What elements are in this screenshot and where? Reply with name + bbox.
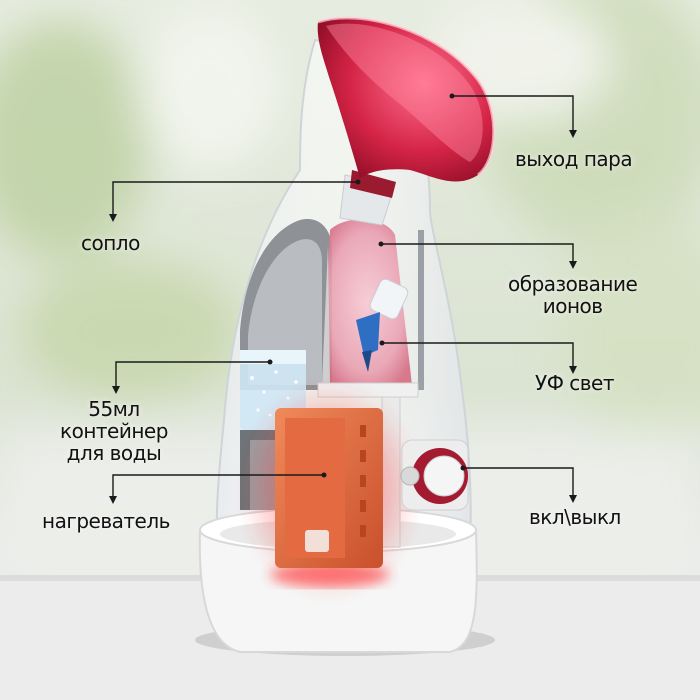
label-nozzle: сопло	[81, 231, 140, 255]
label-power-switch: вкл\выкл	[529, 505, 621, 529]
label-steam-outlet: выход пара	[515, 147, 633, 171]
label-ion-generation: образование ионов	[508, 272, 638, 318]
label-water-tank: 55мл контейнер для воды	[60, 397, 168, 465]
label-heater: нагреватель	[42, 509, 170, 533]
label-uv-light: УФ свет	[535, 371, 615, 395]
